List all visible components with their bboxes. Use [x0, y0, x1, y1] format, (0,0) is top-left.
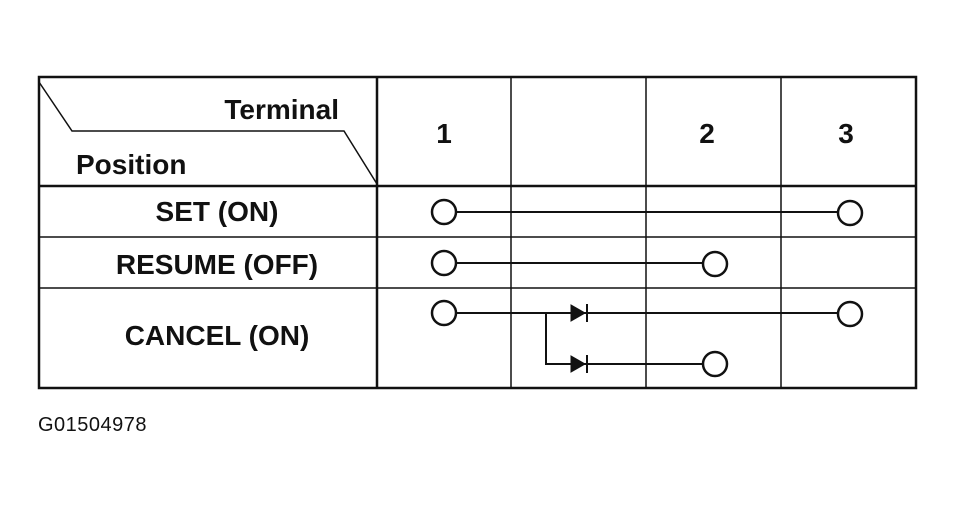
terminal-1-label: 1 — [436, 118, 452, 149]
terminal-1-node — [430, 299, 458, 327]
header-diagonal — [38, 81, 378, 185]
position-header: Position — [76, 149, 186, 180]
switch-continuity-table: Terminal Position 1 2 3 SET (ON) RESUME … — [37, 75, 918, 390]
table-grid — [37, 75, 918, 390]
connection-resume-1-2 — [430, 249, 729, 278]
terminal-3-node — [836, 199, 864, 227]
terminal-2-node — [701, 350, 729, 378]
diode-icon — [570, 304, 588, 322]
terminal-header: Terminal — [224, 94, 339, 125]
row-label-set: SET (ON) — [156, 196, 279, 227]
terminal-1-node — [430, 249, 458, 277]
terminal-3-node — [836, 300, 864, 328]
connection-cancel-diodes — [430, 299, 864, 378]
row-label-cancel: CANCEL (ON) — [125, 320, 310, 351]
figure-code: G01504978 — [38, 414, 148, 436]
terminal-2-label: 2 — [699, 118, 715, 149]
terminal-1-node — [430, 198, 458, 226]
terminal-2-node — [701, 250, 729, 278]
row-label-resume: RESUME (OFF) — [116, 249, 318, 280]
terminal-3-label: 3 — [838, 118, 854, 149]
connection-set-1-3 — [430, 198, 864, 227]
diode-icon — [570, 355, 588, 373]
table-border — [37, 75, 918, 390]
